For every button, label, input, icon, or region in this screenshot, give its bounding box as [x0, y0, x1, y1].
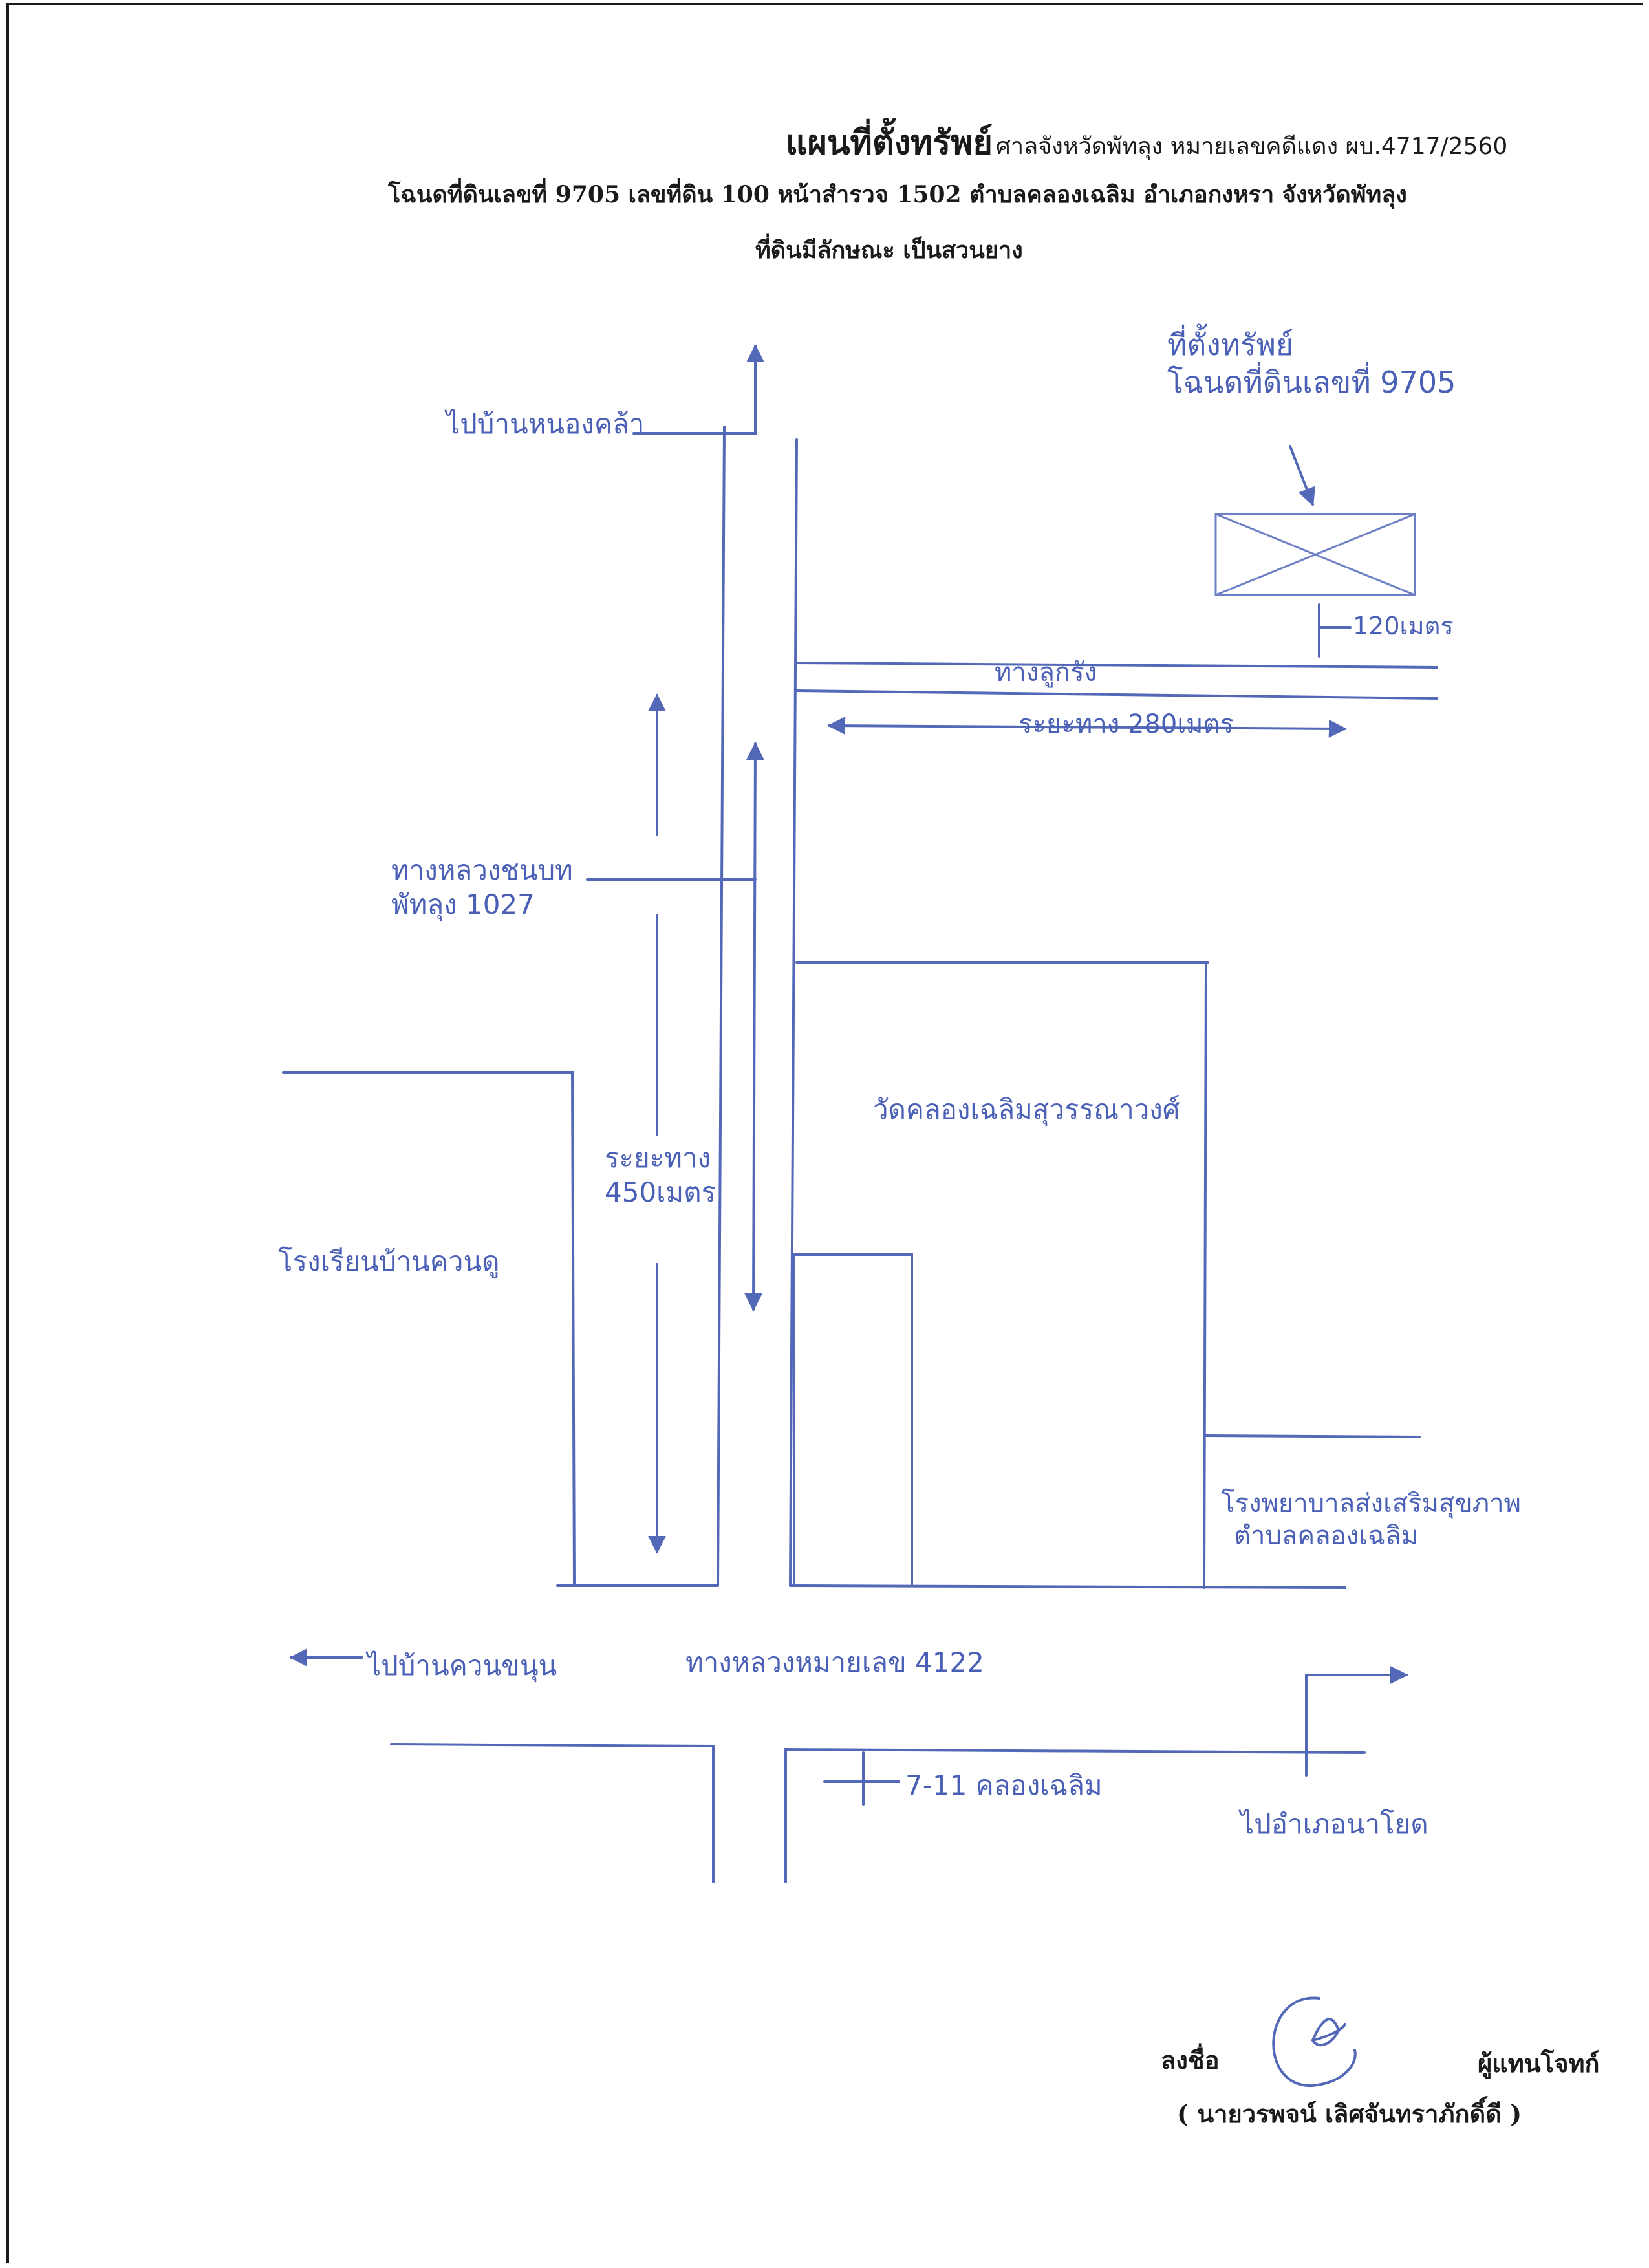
sign-label: ลงชื่อ [1161, 2046, 1220, 2075]
to-village-north-label: ไปบ้านหนองคล้า [446, 408, 645, 440]
temple-label: วัดคลองเฉลิมสุวรรณาวงศ์ [873, 1094, 1180, 1125]
seven-eleven-label: 7-11 คลองเฉลิม [905, 1769, 1103, 1801]
page-border [6, 3, 1643, 2263]
signatory-role: ผู้แทนโจทก์ [1478, 2049, 1600, 2078]
school-compound [282, 1071, 576, 1584]
signatory-name: ( นายวรพจน์ เลิศจันทราภักดิ์ดี ) [1177, 2099, 1522, 2128]
highway-1027-label: ทางหลวงชนบท พัทลุง 1027 [391, 854, 573, 920]
dimension-120m [1318, 603, 1352, 658]
page-title: แผนที่ตั้งทรัพย์ ศาลจังหวัดพัทลุง หมายเล… [786, 115, 1507, 169]
distance-120m-label: 120เมตร [1353, 612, 1454, 640]
property-label: ที่ตั้งทรัพย์ โฉนดที่ดินเลขที่ 9705 [1167, 327, 1456, 400]
title-main: แผนที่ตั้งทรัพย์ [786, 123, 993, 162]
dimension-450m [586, 693, 764, 1554]
seven-eleven-store [823, 1751, 900, 1806]
highway-4122-road [289, 1584, 1408, 1883]
school-label: โรงเรียนบ้านควนดู [278, 1246, 500, 1277]
land-type: ที่ดินมีลักษณะ เป็นสวนยาง [755, 237, 1023, 264]
temple-compound [793, 961, 1209, 1589]
property-parcel [1214, 445, 1416, 596]
distance-280m-label: ระยะทาง 280เมตร [1018, 709, 1234, 739]
distance-450m-label: ระยะทาง 450เมตร [605, 1142, 717, 1208]
laterite-lane-label: ทางลูกรัง [995, 658, 1097, 687]
hospital-compound [1203, 1434, 1421, 1438]
title-case-number: ศาลจังหวัดพัทลุง หมายเลขคดีแดง ผบ.4717/2… [996, 133, 1508, 160]
highway-1027-road [632, 344, 798, 1587]
hospital-label: โรงพยาบาลส่งเสริมสุขภาพ ตำบลคลองเฉลิม [1221, 1489, 1521, 1551]
laterite-lane [795, 662, 1438, 738]
deed-description: โฉนดที่ดินเลขที่ 9705 เลขที่ดิน 100 หน้า… [388, 181, 1407, 208]
to-district-east-label: ไปอำเภอนาโยด [1240, 1808, 1428, 1840]
highway-4122-label: ทางหลวงหมายเลข 4122 [685, 1647, 984, 1678]
signature-mark [1272, 1996, 1357, 2088]
to-village-west-label: ไปบ้านควนขนุน [367, 1650, 557, 1681]
